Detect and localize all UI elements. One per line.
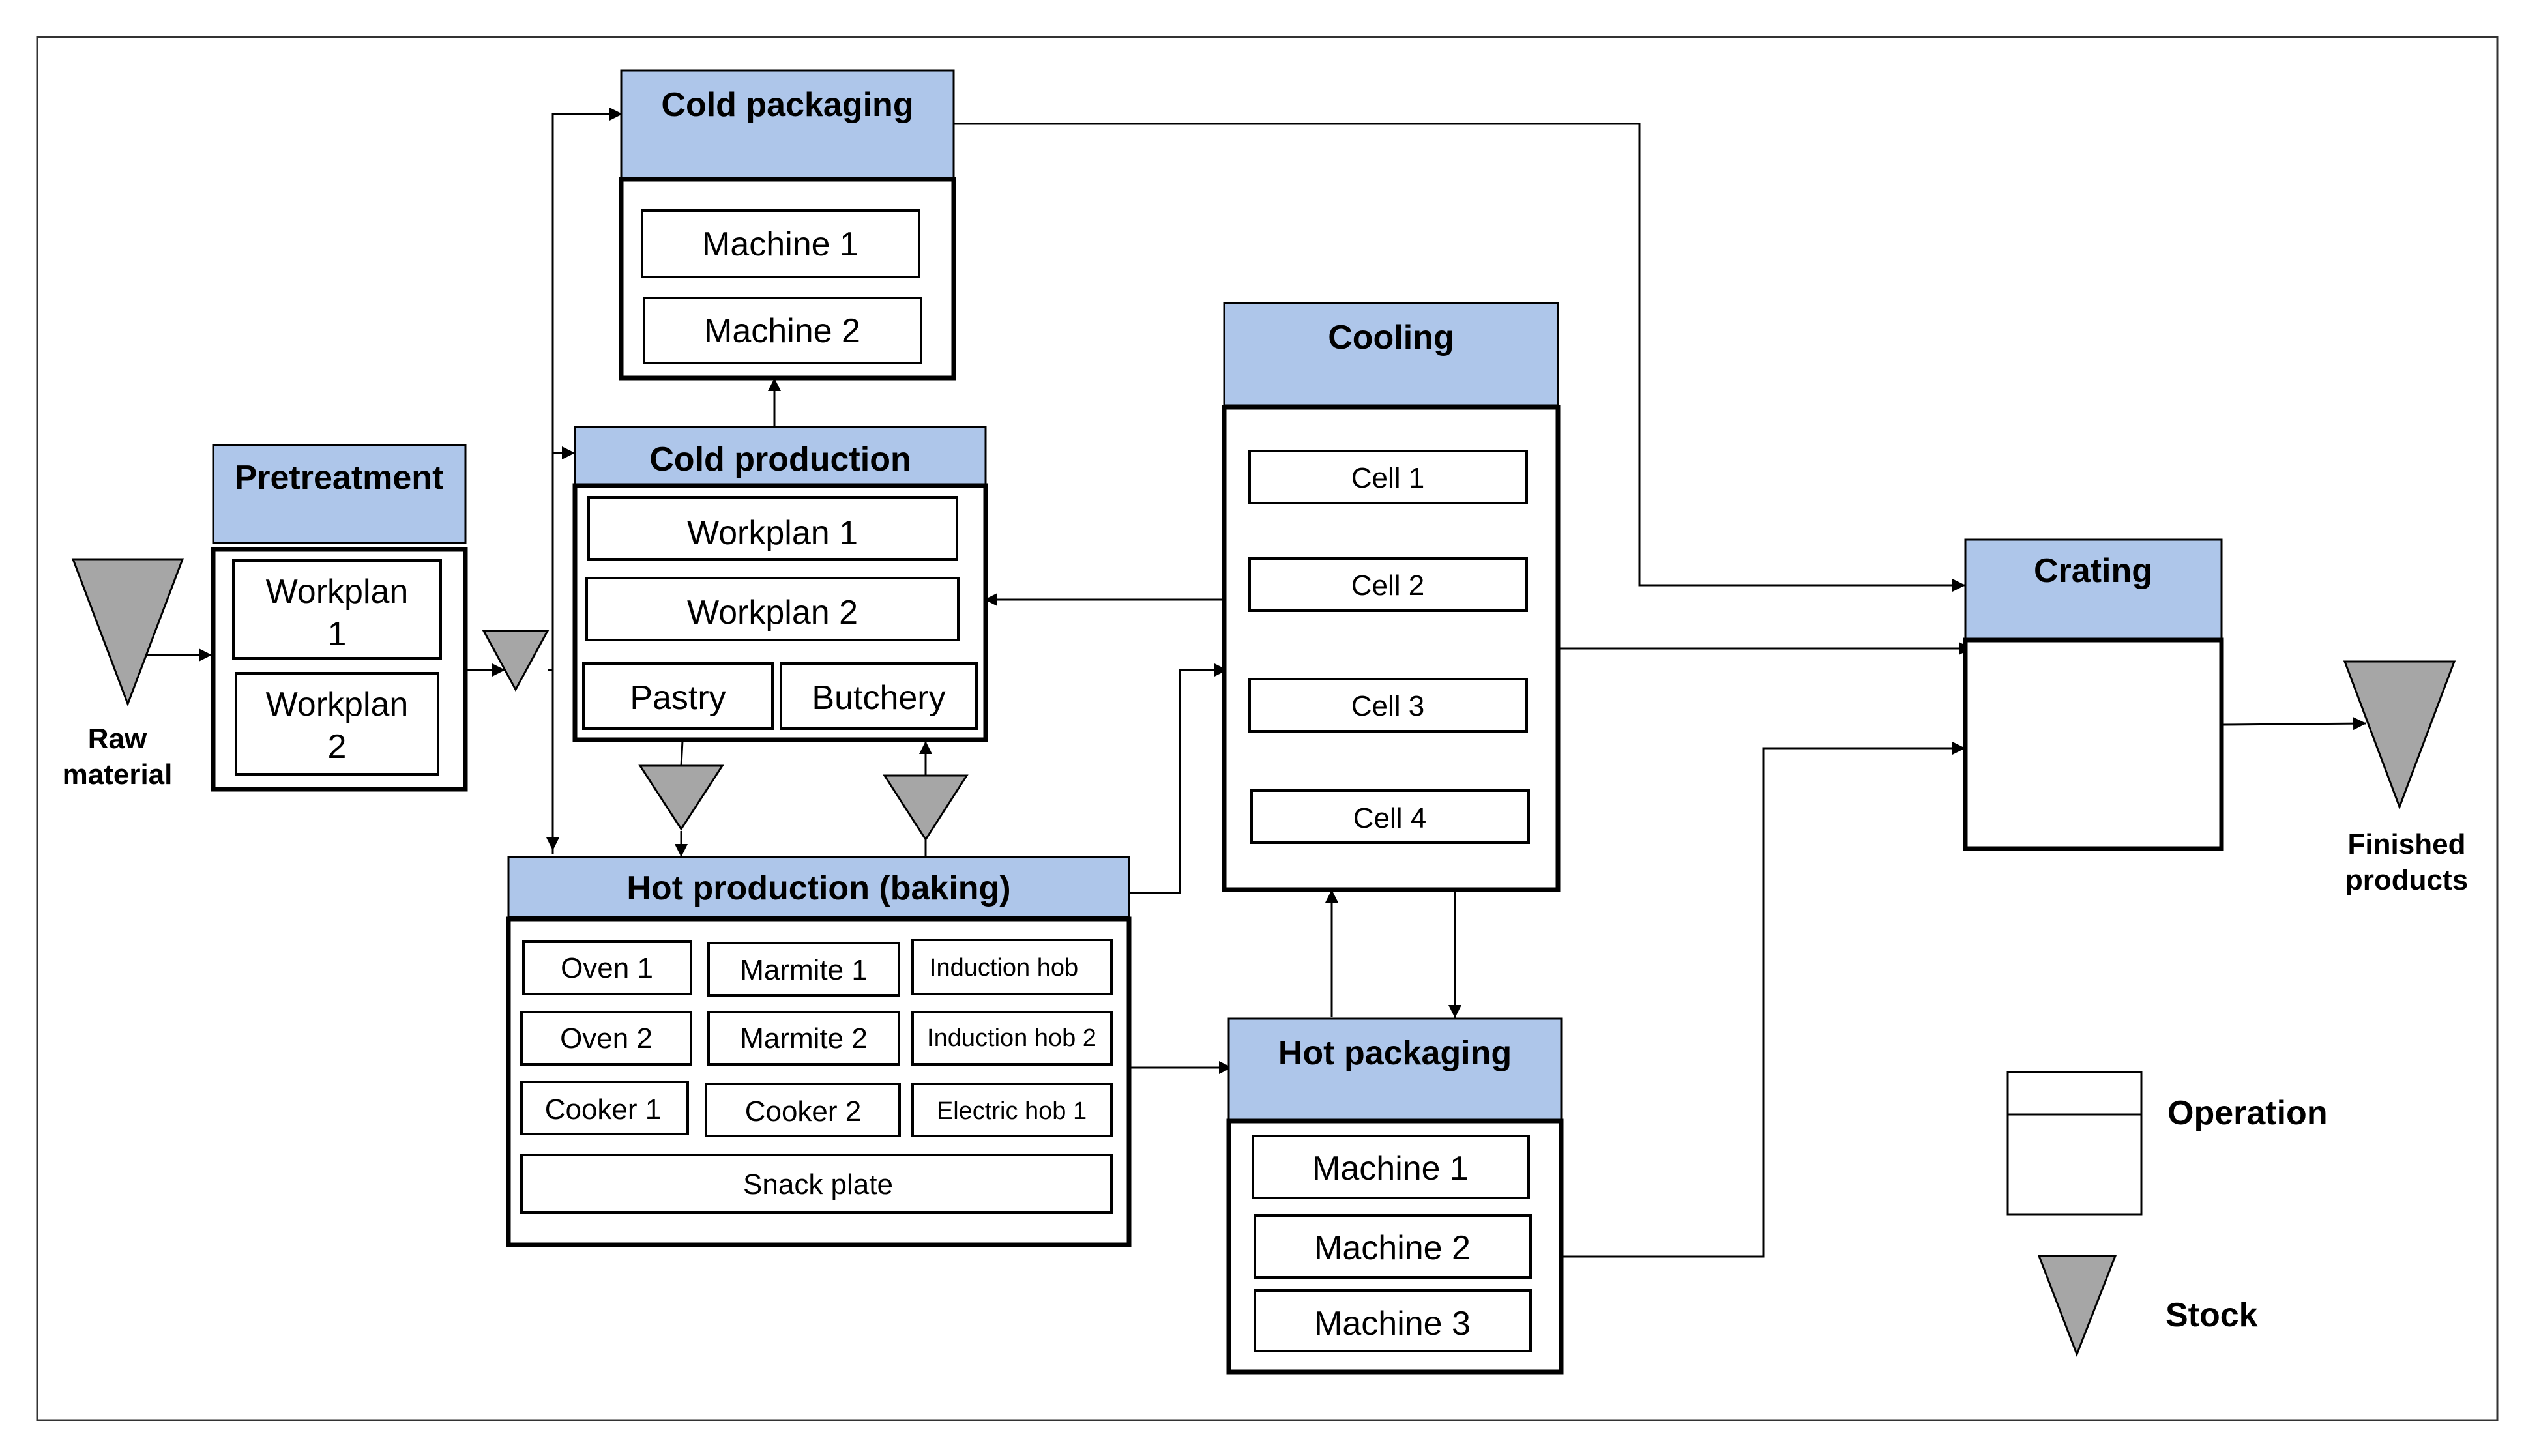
cooling-cell-2: Cell 2	[1351, 570, 1425, 602]
pretreatment-workplan-2: Workplan	[266, 686, 409, 723]
cooling-title: Cooling	[1328, 319, 1454, 357]
hot-packaging-machine-1-box	[1252, 1135, 1530, 1199]
cold-packaging-machine-1-box	[641, 209, 920, 278]
hot-production-header	[507, 856, 1130, 918]
arrow-hot-production-to-cooling	[1129, 663, 1227, 894]
hot-production-electric-hob-1-box	[911, 1083, 1113, 1137]
operation-hot-packaging: Hot packaging Machine 1 Machine 2 Machin…	[1226, 1017, 1564, 1375]
cold-production-workplan-1: Workplan 1	[687, 514, 858, 552]
hot-packaging-machine-1: Machine 1	[1312, 1150, 1469, 1187]
stock-finished-products-icon	[2343, 660, 2456, 810]
arrow-crating-to-finished	[2222, 717, 2367, 731]
hot-production-electric-hob-1: Electric hob 1	[937, 1098, 1087, 1125]
stock-cold-to-hot-icon	[638, 764, 724, 831]
hot-packaging-machine-2: Machine 2	[1314, 1229, 1471, 1267]
cooling-cell-2-box	[1248, 557, 1528, 612]
pretreatment-title: Pretreatment	[235, 459, 444, 497]
operation-crating: Crating	[1963, 538, 2224, 851]
hot-production-induction-hob-box	[911, 939, 1113, 995]
hot-production-oven-1-box	[522, 940, 692, 995]
hot-production-cooker-2: Cooker 2	[745, 1096, 862, 1128]
crating-body	[1963, 637, 2224, 851]
stocks	[71, 558, 2456, 841]
hot-packaging-machine-3-box	[1254, 1289, 1532, 1352]
hot-production-snack-plate: Snack plate	[743, 1169, 893, 1201]
hot-production-marmite-2-box	[707, 1011, 900, 1066]
cooling-cell-1-box	[1248, 450, 1528, 504]
line-cold-production-to-stock	[680, 740, 684, 766]
cold-packaging-title: Cold packaging	[661, 86, 913, 124]
finished-products-label: products	[2345, 864, 2468, 896]
cold-production-title: Cold production	[649, 441, 911, 478]
stock-hot-to-cold-icon	[883, 774, 969, 841]
cold-production-pastry-box	[582, 662, 774, 730]
hot-production-title: Hot production (baking)	[626, 869, 1010, 907]
pretreatment-workplan-1-box	[232, 559, 442, 660]
hot-production-induction-hob: Induction hob	[930, 954, 1078, 982]
cold-production-workplan-2-box	[585, 577, 960, 641]
hot-production-cooker-2-box	[705, 1083, 901, 1137]
hot-production-cooker-1-box	[520, 1081, 689, 1135]
operation-cold-production: Cold production Workplan 1 Workplan 2 Pa…	[572, 426, 988, 742]
hot-production-induction-hob-2-box	[911, 1011, 1113, 1066]
hot-production-induction-hob-2: Induction hob 2	[927, 1025, 1096, 1052]
hot-packaging-machine-3: Machine 3	[1314, 1305, 1471, 1343]
legend-stock-label: Stock	[2165, 1296, 2258, 1334]
hot-packaging-machine-2-box	[1254, 1214, 1532, 1279]
stock-after-pretreatment-icon	[482, 630, 550, 692]
hot-production-oven-2-box	[520, 1011, 692, 1066]
cooling-cell-3: Cell 3	[1351, 690, 1425, 722]
hot-production-oven-1: Oven 1	[561, 952, 653, 984]
cold-production-pastry: Pastry	[630, 679, 726, 717]
arrow-hot-packaging-to-crating	[1561, 742, 1965, 1258]
cold-production-workplan-1-box	[587, 496, 958, 561]
legend: Operation Stock	[2006, 1071, 2328, 1358]
hot-packaging-title: Hot packaging	[1278, 1034, 1512, 1072]
cooling-header	[1223, 302, 1559, 407]
hot-production-oven-2: Oven 2	[560, 1023, 653, 1055]
legend-operation-icon	[2006, 1071, 2143, 1216]
cooling-cell-4: Cell 4	[1353, 802, 1427, 834]
operation-hot-production: Hot production (baking) Oven 1 Marmite 1…	[506, 856, 1132, 1247]
pretreatment-workplan-1: Workplan	[266, 573, 409, 611]
pretreatment-workplan-2: 2	[328, 728, 347, 766]
pretreatment-workplan-1: 1	[328, 615, 347, 653]
hot-production-marmite-2: Marmite 2	[740, 1023, 868, 1055]
raw-material-label: Raw	[88, 723, 147, 755]
cold-packaging-machine-1: Machine 1	[702, 226, 858, 263]
arrow-cold-packaging-to-crating	[953, 123, 1965, 592]
cold-packaging-header	[620, 69, 955, 179]
cooling-cell-1: Cell 1	[1351, 462, 1425, 494]
hot-production-marmite-1-box	[707, 942, 900, 997]
arrow-to-cold-packaging	[551, 108, 623, 854]
cold-production-butchery: Butchery	[812, 679, 945, 717]
finished-products-label: Finished	[2348, 828, 2466, 860]
pretreatment-header	[212, 444, 467, 544]
connectors	[147, 108, 2367, 1258]
outer-frame	[36, 36, 2499, 1421]
cold-packaging-machine-2-box	[643, 297, 922, 364]
pretreatment-workplan-2-box	[235, 672, 439, 776]
hot-production-cooker-1: Cooker 1	[545, 1094, 662, 1126]
stock-raw-material-icon	[71, 558, 184, 707]
cold-packaging-machine-2: Machine 2	[704, 312, 860, 350]
cold-production-butchery-box	[780, 662, 978, 730]
legend-stock-icon	[2037, 1255, 2117, 1358]
hot-production-marmite-1: Marmite 1	[740, 954, 868, 986]
operation-pretreatment: Pretreatment Workplan 1 Workplan 2	[211, 444, 468, 792]
cold-production-workplan-2: Workplan 2	[687, 594, 858, 632]
raw-material-label: material	[63, 759, 173, 791]
crating-title: Crating	[2034, 552, 2152, 590]
cooling-cell-4-box	[1250, 789, 1530, 844]
operation-cold-packaging: Cold packaging Machine 1 Machine 2	[619, 69, 956, 381]
operation-cooling: Cooling Cell 1 Cell 2 Cell 3 Cell 4	[1222, 302, 1561, 892]
legend-operation-label: Operation	[2167, 1094, 2328, 1132]
hot-production-snack-plate-box	[520, 1154, 1113, 1214]
cooling-cell-3-box	[1248, 678, 1528, 733]
